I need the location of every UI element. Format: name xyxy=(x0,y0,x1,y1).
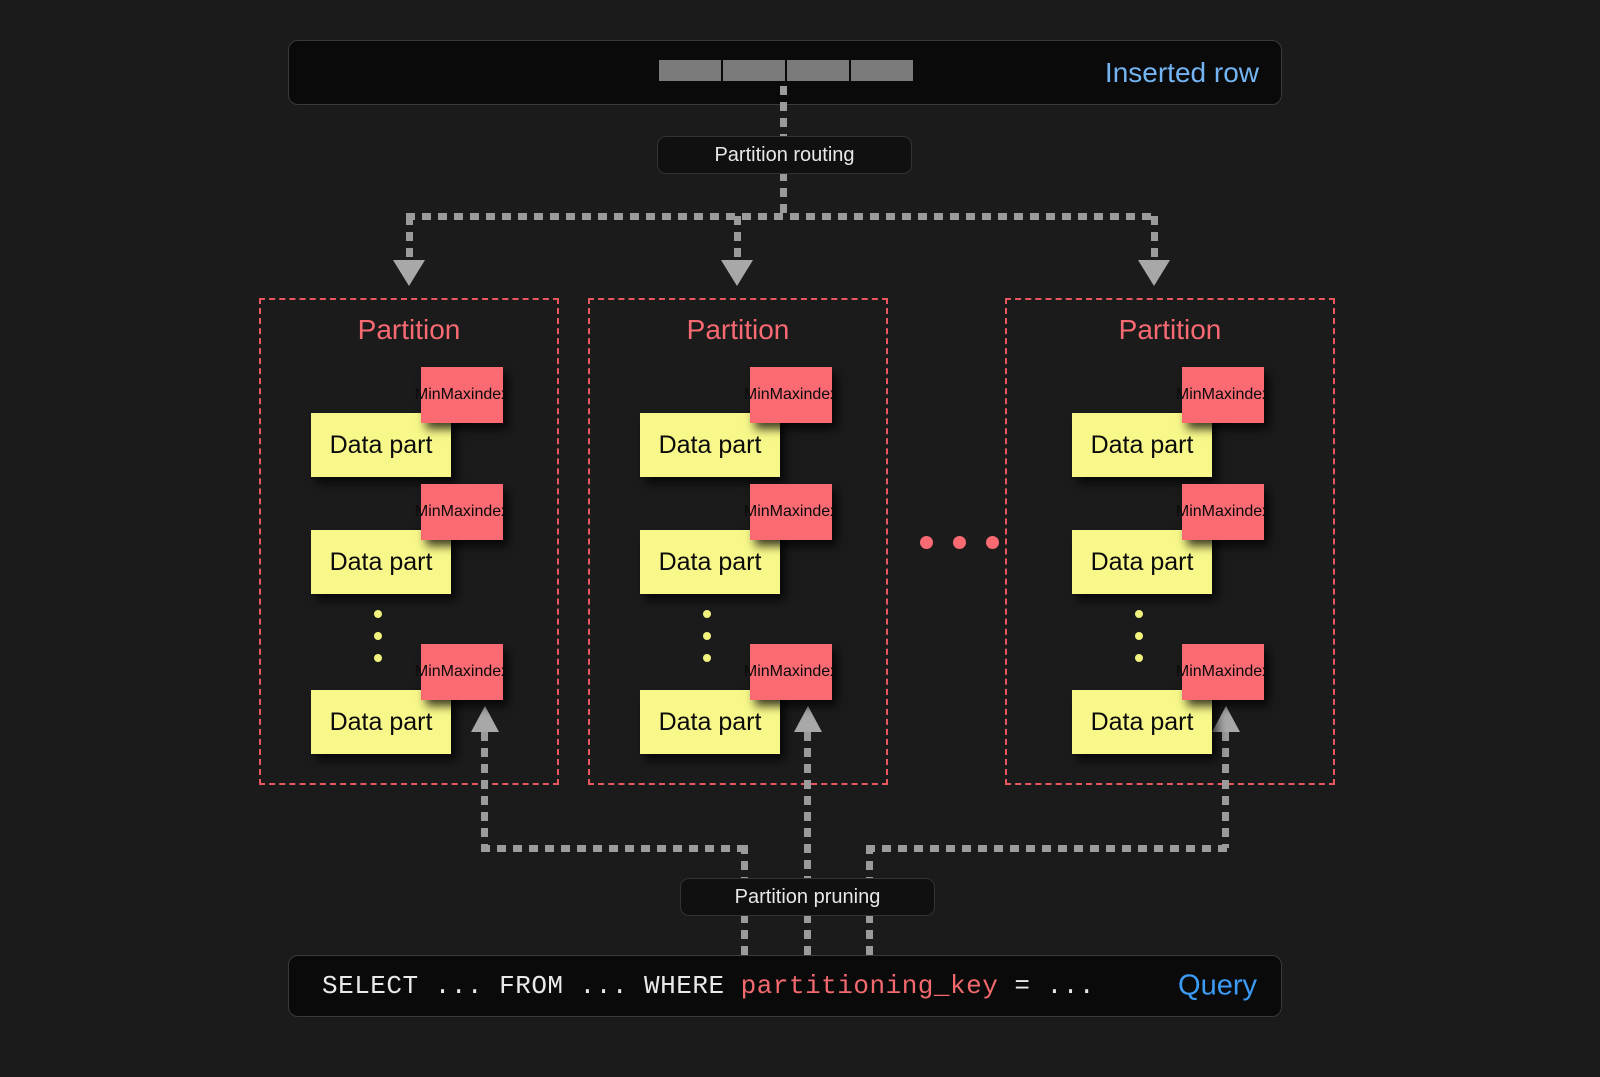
connector-pruning-to-partition-0 xyxy=(481,732,488,848)
data-part-box[interactable]: Data part xyxy=(311,413,451,477)
connector-routing-to-bus xyxy=(780,172,787,216)
query-label: Query xyxy=(1178,969,1257,1002)
data-part-box[interactable]: Data part xyxy=(1072,690,1212,754)
data-part-ellipsis xyxy=(1135,610,1143,662)
connector-pruning-bus-right xyxy=(866,845,1229,852)
query-suffix: = ... xyxy=(998,971,1095,1001)
partition-title: Partition xyxy=(686,314,790,345)
connector-bus-to-partition-1 xyxy=(734,216,741,264)
connector-pruning-to-query-left xyxy=(741,914,748,956)
partition-pruning-box: Partition pruning xyxy=(680,878,935,916)
data-part-box[interactable]: Data part xyxy=(640,530,780,594)
partition-title: Partition xyxy=(1118,314,1222,345)
connector-pruning-bus-left xyxy=(481,845,748,852)
data-part-box[interactable]: Data part xyxy=(1072,413,1212,477)
connector-pruning-to-partition-2 xyxy=(1222,732,1229,848)
partition-pruning-label: Partition pruning xyxy=(734,885,881,908)
arrow-into-partition-2 xyxy=(1138,260,1170,286)
row-cell xyxy=(659,60,721,81)
query-partitioning-key: partitioning_key xyxy=(740,971,999,1001)
arrow-into-data-part-2 xyxy=(1212,706,1240,732)
row-cell xyxy=(723,60,785,81)
data-part-box[interactable]: Data part xyxy=(1072,530,1212,594)
arrow-into-data-part-0 xyxy=(471,706,499,732)
partition-title: Partition xyxy=(357,314,461,345)
row-cell xyxy=(787,60,849,81)
arrow-into-partition-0 xyxy=(393,260,425,286)
data-part-ellipsis xyxy=(374,610,382,662)
connector-pruning-left-drop xyxy=(741,845,748,881)
query-prefix: SELECT ... FROM ... WHERE xyxy=(322,971,741,1001)
connector-bus-to-partition-2 xyxy=(1151,216,1158,264)
inserted-row-cells xyxy=(659,60,913,81)
arrow-into-data-part-1 xyxy=(794,706,822,732)
connector-bus-to-partition-0 xyxy=(406,216,413,264)
connector-pruning-to-query-mid xyxy=(804,914,811,956)
inserted-row-label: Inserted row xyxy=(1104,56,1259,88)
arrow-into-partition-1 xyxy=(721,260,753,286)
row-cell xyxy=(851,60,913,81)
connector-pruning-right-drop xyxy=(866,845,873,881)
data-part-box[interactable]: Data part xyxy=(640,413,780,477)
query-box: SELECT ... FROM ... WHERE partitioning_k… xyxy=(288,955,1282,1017)
connector-distributor-bus xyxy=(406,213,1158,220)
data-part-box[interactable]: Data part xyxy=(311,530,451,594)
data-part-ellipsis xyxy=(703,610,711,662)
partition-routing-box: Partition routing xyxy=(657,136,912,174)
query-text: SELECT ... FROM ... WHERE partitioning_k… xyxy=(322,971,1095,1001)
connector-pruning-to-partition-1 xyxy=(804,732,811,881)
partition-ellipsis xyxy=(920,536,999,549)
connector-pruning-to-query-right xyxy=(866,914,873,956)
connector-row-to-routing xyxy=(780,86,787,138)
partition-routing-label: Partition routing xyxy=(714,143,855,166)
data-part-box[interactable]: Data part xyxy=(640,690,780,754)
data-part-box[interactable]: Data part xyxy=(311,690,451,754)
